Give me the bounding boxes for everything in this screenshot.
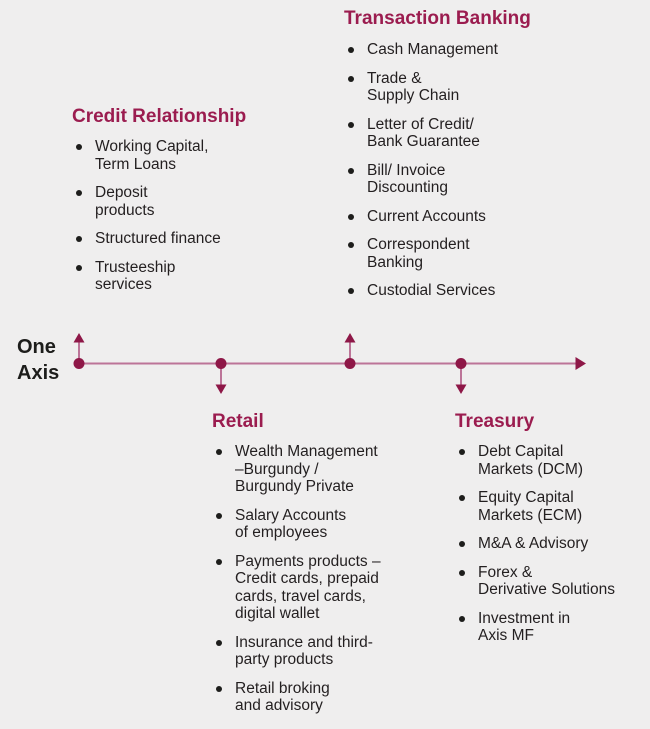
bullet-icon	[348, 242, 354, 248]
bullet-icon	[76, 236, 82, 242]
up-arrow-icon	[344, 333, 356, 343]
bullet-icon	[459, 449, 465, 455]
list-item: Correspondent Banking	[344, 236, 579, 271]
down-arrow-icon	[455, 384, 467, 394]
section-credit-relationship: Credit Relationship Working Capital, Ter…	[72, 106, 287, 294]
list-item: Investment in Axis MF	[455, 610, 650, 645]
list-item: Insurance and third- party products	[212, 634, 432, 669]
bullet-icon	[348, 75, 354, 82]
bullet-icon	[348, 47, 354, 53]
section-treasury: Treasury Debt Capital Markets (DCM) Equi…	[455, 411, 650, 645]
credit-relationship-title: Credit Relationship	[72, 106, 247, 127]
bullet-icon	[459, 569, 465, 576]
list-item: Structured finance	[72, 230, 287, 248]
list-item: Deposit products	[72, 184, 287, 219]
list-item: Trade & Supply Chain	[344, 70, 579, 105]
list-item: Bill/ Invoice Discounting	[344, 162, 579, 197]
credit-relationship-list: Working Capital, Term Loans Deposit prod…	[72, 138, 287, 294]
bullet-icon	[348, 167, 354, 174]
bullet-icon	[459, 541, 465, 547]
bullet-icon	[76, 190, 82, 196]
down-arrow-icon	[215, 384, 227, 394]
bullet-icon	[348, 121, 354, 128]
list-item: Equity Capital Markets (ECM)	[455, 489, 650, 524]
transaction-banking-list: Cash Management Trade & Supply Chain Let…	[344, 41, 579, 300]
axis-node-dot	[215, 358, 227, 369]
bullet-icon	[216, 449, 222, 455]
bullet-icon	[216, 512, 222, 519]
list-item: Letter of Credit/ Bank Guarantee	[344, 116, 579, 151]
retail-title: Retail	[212, 411, 264, 432]
axis-graphic	[73, 333, 586, 394]
list-item: Wealth Management –Burgundy / Burgundy P…	[212, 443, 432, 496]
bullet-icon	[216, 558, 222, 565]
bullet-icon	[76, 144, 82, 150]
bullet-icon	[348, 213, 354, 220]
list-item: Cash Management	[344, 41, 579, 59]
list-item: M&A & Advisory	[455, 535, 650, 553]
list-item: Working Capital, Term Loans	[72, 138, 287, 173]
list-item: Retail broking and advisory	[212, 680, 432, 715]
retail-list: Wealth Management –Burgundy / Burgundy P…	[212, 443, 432, 715]
bullet-icon	[76, 264, 82, 271]
axis-title: One Axis	[17, 336, 60, 384]
axis-node-dot	[455, 358, 467, 369]
bullet-icon	[216, 639, 222, 646]
list-item: Current Accounts	[344, 208, 579, 226]
bullet-icon	[216, 685, 222, 692]
bullet-icon	[459, 495, 465, 501]
list-item: Salary Accounts of employees	[212, 507, 432, 542]
section-retail: Retail Wealth Management –Burgundy / Bur…	[212, 411, 432, 715]
axis-node-dot	[344, 358, 356, 369]
bullet-icon	[459, 615, 465, 622]
transaction-banking-title: Transaction Banking	[344, 8, 531, 29]
treasury-list: Debt Capital Markets (DCM) Equity Capita…	[455, 443, 650, 645]
axis-node-dot	[73, 358, 85, 369]
list-item: Forex & Derivative Solutions	[455, 564, 650, 599]
list-item: Payments products – Credit cards, prepai…	[212, 553, 432, 623]
treasury-title: Treasury	[455, 411, 535, 432]
list-item: Trusteeship services	[72, 259, 287, 294]
up-arrow-icon	[73, 333, 85, 343]
bullet-icon	[348, 288, 354, 294]
section-transaction-banking: Transaction Banking Cash Management Trad…	[344, 8, 579, 300]
list-item: Debt Capital Markets (DCM)	[455, 443, 650, 478]
list-item: Custodial Services	[344, 282, 579, 300]
right-arrow-icon	[575, 357, 586, 370]
